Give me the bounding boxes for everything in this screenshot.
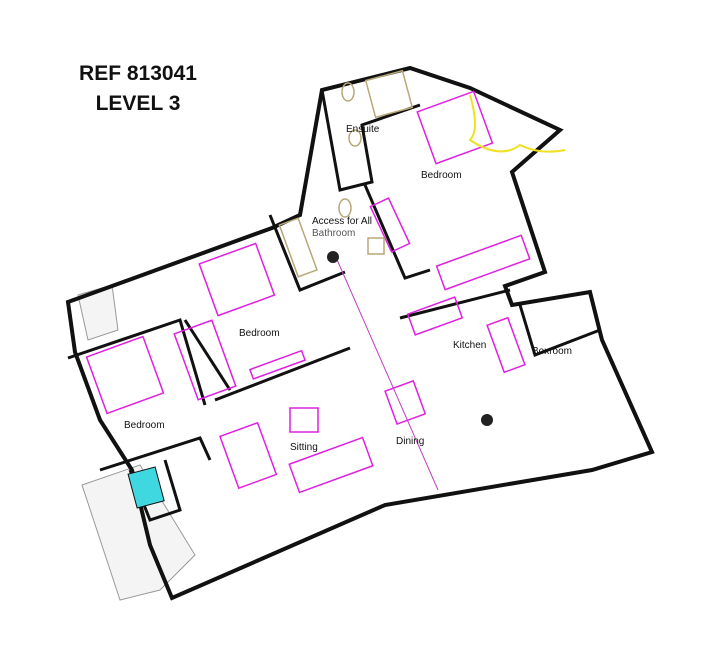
axis-line — [334, 254, 439, 491]
interior-walls — [67, 89, 601, 522]
room-label-ensuite: Ensuite — [346, 124, 380, 135]
bathroom-fixtures — [278, 69, 414, 278]
room-label-kitchen: Kitchen — [453, 340, 487, 351]
room-label-dining: Dining — [396, 436, 425, 447]
room-label-bedroom-left: Bedroom — [124, 420, 165, 431]
wheelchair-icon-2 — [481, 414, 493, 426]
level-label: LEVEL 3 — [95, 92, 181, 115]
ref-label: REF 813041 — [79, 62, 197, 85]
room-label-bedroom-master: Bedroom — [421, 170, 462, 181]
room-label-sitting: Sitting — [290, 442, 318, 453]
room-label-bathroom-2: Bathroom — [312, 228, 356, 239]
markup-scribble — [468, 94, 566, 153]
room-label-bathroom: Access for All — [312, 216, 373, 227]
wheelchair-icon — [327, 251, 339, 263]
ac-unit-icon — [127, 466, 165, 509]
balcony — [77, 284, 196, 601]
outer-walls — [65, 65, 655, 601]
room-label-boxroom: Boxroom — [532, 346, 573, 357]
room-label-bedroom-middle: Bedroom — [239, 328, 280, 339]
furniture — [85, 90, 531, 494]
